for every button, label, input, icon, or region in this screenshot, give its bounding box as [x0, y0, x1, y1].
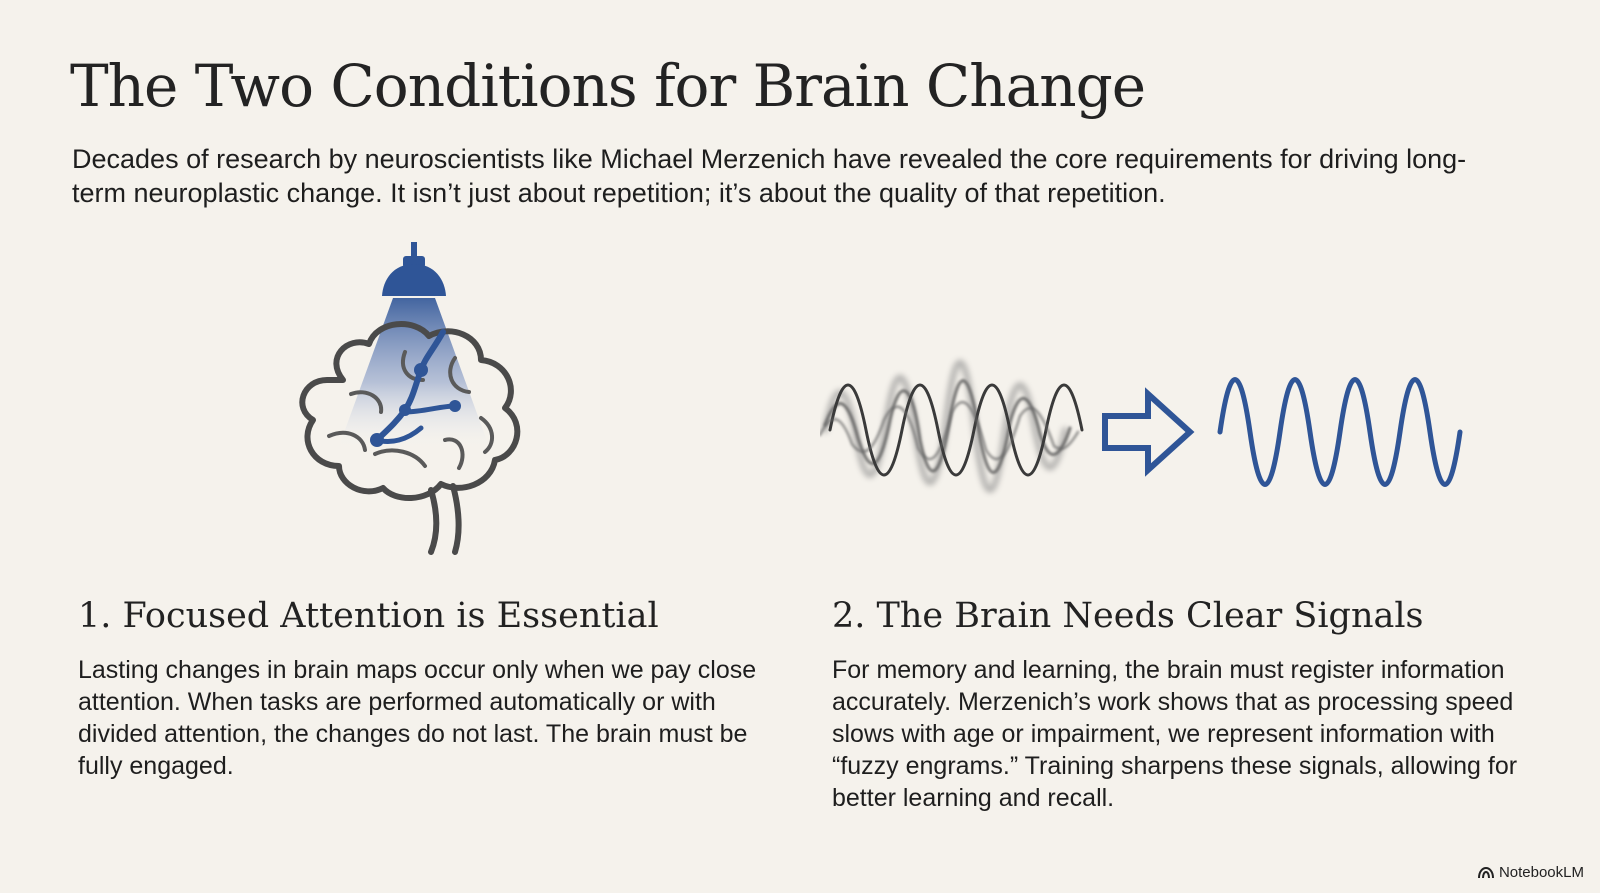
brain-spotlight-icon [299, 242, 521, 555]
brand-label: NotebookLM [1498, 864, 1584, 881]
section-body: Lasting changes in brain maps occur only… [78, 656, 757, 781]
noisy-to-clear-signal-icon [820, 359, 1463, 493]
page-title: The Two Conditions for Brain Change [70, 52, 1146, 120]
section-heading: 2. The Brain Needs Clear Signals [832, 596, 1424, 636]
notebooklm-logo-icon [1477, 866, 1494, 878]
page-subtitle: Decades of research by neuroscientists l… [72, 144, 1467, 208]
notebooklm-brand: NotebookLM [1477, 864, 1584, 881]
section-clear-signals: 2. The Brain Needs Clear Signals For mem… [832, 596, 1552, 814]
section-body: For memory and learning, the brain must … [832, 656, 1518, 813]
section-heading: 1. Focused Attention is Essential [78, 596, 659, 636]
section-focused-attention: 1. Focused Attention is Essential Lastin… [78, 596, 778, 782]
